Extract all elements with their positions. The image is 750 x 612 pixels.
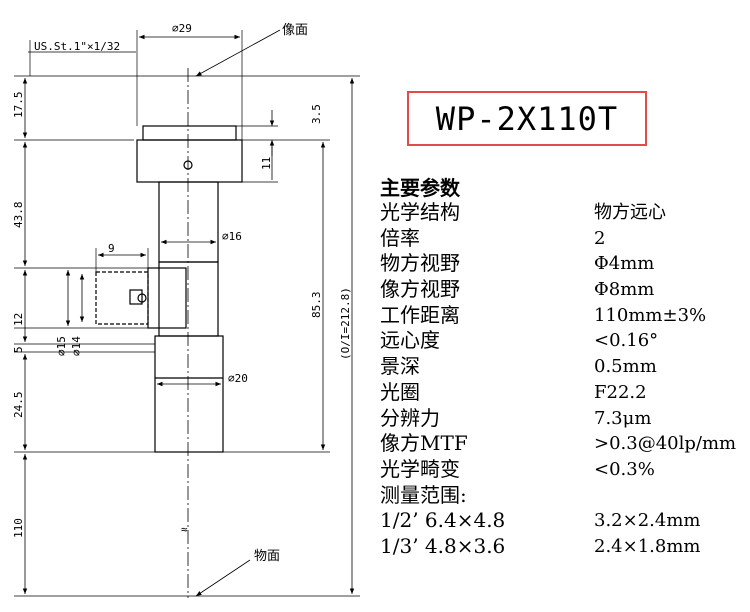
dim-top-diameter: ⌀29 bbox=[172, 22, 192, 35]
spec-key: 倍率 bbox=[380, 225, 420, 250]
spec-row: 光学畸变 <0.3% bbox=[380, 457, 750, 483]
spec-key: 像方视野 bbox=[380, 277, 460, 302]
spec-row: 1/2’ 6.4×4.8 3.2×2.4mm bbox=[380, 508, 750, 534]
spec-value: Φ8mm bbox=[594, 279, 655, 301]
spec-value: 0.5mm bbox=[594, 356, 657, 378]
spec-key: 测量范围: bbox=[380, 482, 467, 507]
dim-vertical-85-3: 85.3 bbox=[310, 292, 323, 319]
dim-mid-diameter: ⌀16 bbox=[222, 230, 242, 243]
spec-title: 主要参数 bbox=[380, 176, 460, 200]
thread-spec-label: US.St.1"×1/32 bbox=[34, 40, 120, 53]
model-name: WP-2X110T bbox=[435, 99, 619, 138]
spec-key: 光圈 bbox=[380, 379, 420, 404]
dim-total-length: (O/I=212.8) bbox=[339, 287, 352, 360]
dim-port-length: 9 bbox=[108, 242, 115, 255]
dim-port-d15: ⌀15 bbox=[55, 336, 68, 356]
spec-table: 主要参数 光学结构 物方远心倍率 2 物方视野 Φ4mm 像方视野 Φ8mm 工作距离 110m… bbox=[380, 176, 750, 560]
spec-key: 1/3’ 4.8×3.6 bbox=[380, 533, 506, 558]
spec-value: Φ4mm bbox=[594, 253, 655, 275]
spec-value: <0.3% bbox=[594, 458, 655, 480]
spec-key: 物方视野 bbox=[380, 251, 460, 276]
spec-row: 1/3’ 4.8×3.6 2.4×1.8mm bbox=[380, 534, 750, 560]
port-screw bbox=[137, 293, 147, 303]
dim-vertical-11: 11 bbox=[260, 157, 273, 170]
spec-row: 景深 0.5mm bbox=[380, 354, 750, 380]
dim-port-d14: ⌀14 bbox=[70, 336, 83, 356]
spec-value: 2 bbox=[594, 227, 606, 249]
spec-key: 景深 bbox=[380, 354, 420, 379]
dim-vertical-12: 12 bbox=[12, 313, 25, 326]
spec-row: 测量范围: bbox=[380, 483, 750, 509]
spec-key: 分辨力 bbox=[380, 405, 440, 430]
spec-value: 2.4×1.8mm bbox=[594, 535, 701, 557]
dim-vertical-3-5: 3.5 bbox=[310, 104, 323, 124]
break-symbol: ≈ bbox=[181, 523, 188, 536]
spec-key: 远心度 bbox=[380, 328, 440, 353]
spec-row: 分辨力 7.3μm bbox=[380, 406, 750, 432]
dim-vertical-24-5: 24.5 bbox=[12, 392, 25, 419]
lens-body bbox=[95, 125, 243, 453]
model-name-box: WP-2X110T bbox=[407, 91, 647, 146]
spec-key: 工作距离 bbox=[380, 302, 460, 327]
spec-key: 1/2’ 6.4×4.8 bbox=[380, 508, 506, 533]
spec-row: 倍率 2 bbox=[380, 226, 750, 252]
spec-value: <0.16° bbox=[594, 330, 659, 352]
spec-key: 光学畸变 bbox=[380, 456, 460, 481]
dim-low-diameter: ⌀20 bbox=[228, 372, 248, 385]
image-plane-label: 像面 bbox=[282, 23, 308, 38]
spec-value: >0.3@40lp/mm bbox=[594, 433, 737, 455]
spec-row: 像方MTF >0.3@40lp/mm bbox=[380, 431, 750, 457]
spec-value: 7.3μm bbox=[594, 407, 652, 429]
spec-row: 物方视野 Φ4mm bbox=[380, 251, 750, 277]
spec-row: 像方视野 Φ8mm bbox=[380, 277, 750, 303]
spec-value: F22.2 bbox=[594, 381, 647, 403]
object-plane-label: 物面 bbox=[254, 549, 280, 564]
spec-row: 光学结构 物方远心 bbox=[380, 200, 750, 226]
dim-vertical-17-5: 17.5 bbox=[12, 92, 25, 119]
spec-row: 光圈 F22.2 bbox=[380, 380, 750, 406]
dim-vertical-5: 5 bbox=[12, 346, 25, 353]
spec-value: 物方远心 bbox=[594, 202, 666, 223]
spec-row: 远心度 <0.16° bbox=[380, 328, 750, 354]
spec-row: 工作距离 110mm±3% bbox=[380, 303, 750, 329]
set-screw bbox=[183, 160, 193, 170]
spec-key: 像方MTF bbox=[380, 431, 468, 456]
spec-value: 110mm±3% bbox=[594, 304, 707, 326]
dim-vertical-43-8: 43.8 bbox=[12, 202, 25, 229]
spec-key: 光学结构 bbox=[380, 200, 460, 224]
spec-value: 3.2×2.4mm bbox=[594, 510, 701, 532]
dim-vertical-110: 110 bbox=[12, 518, 25, 538]
